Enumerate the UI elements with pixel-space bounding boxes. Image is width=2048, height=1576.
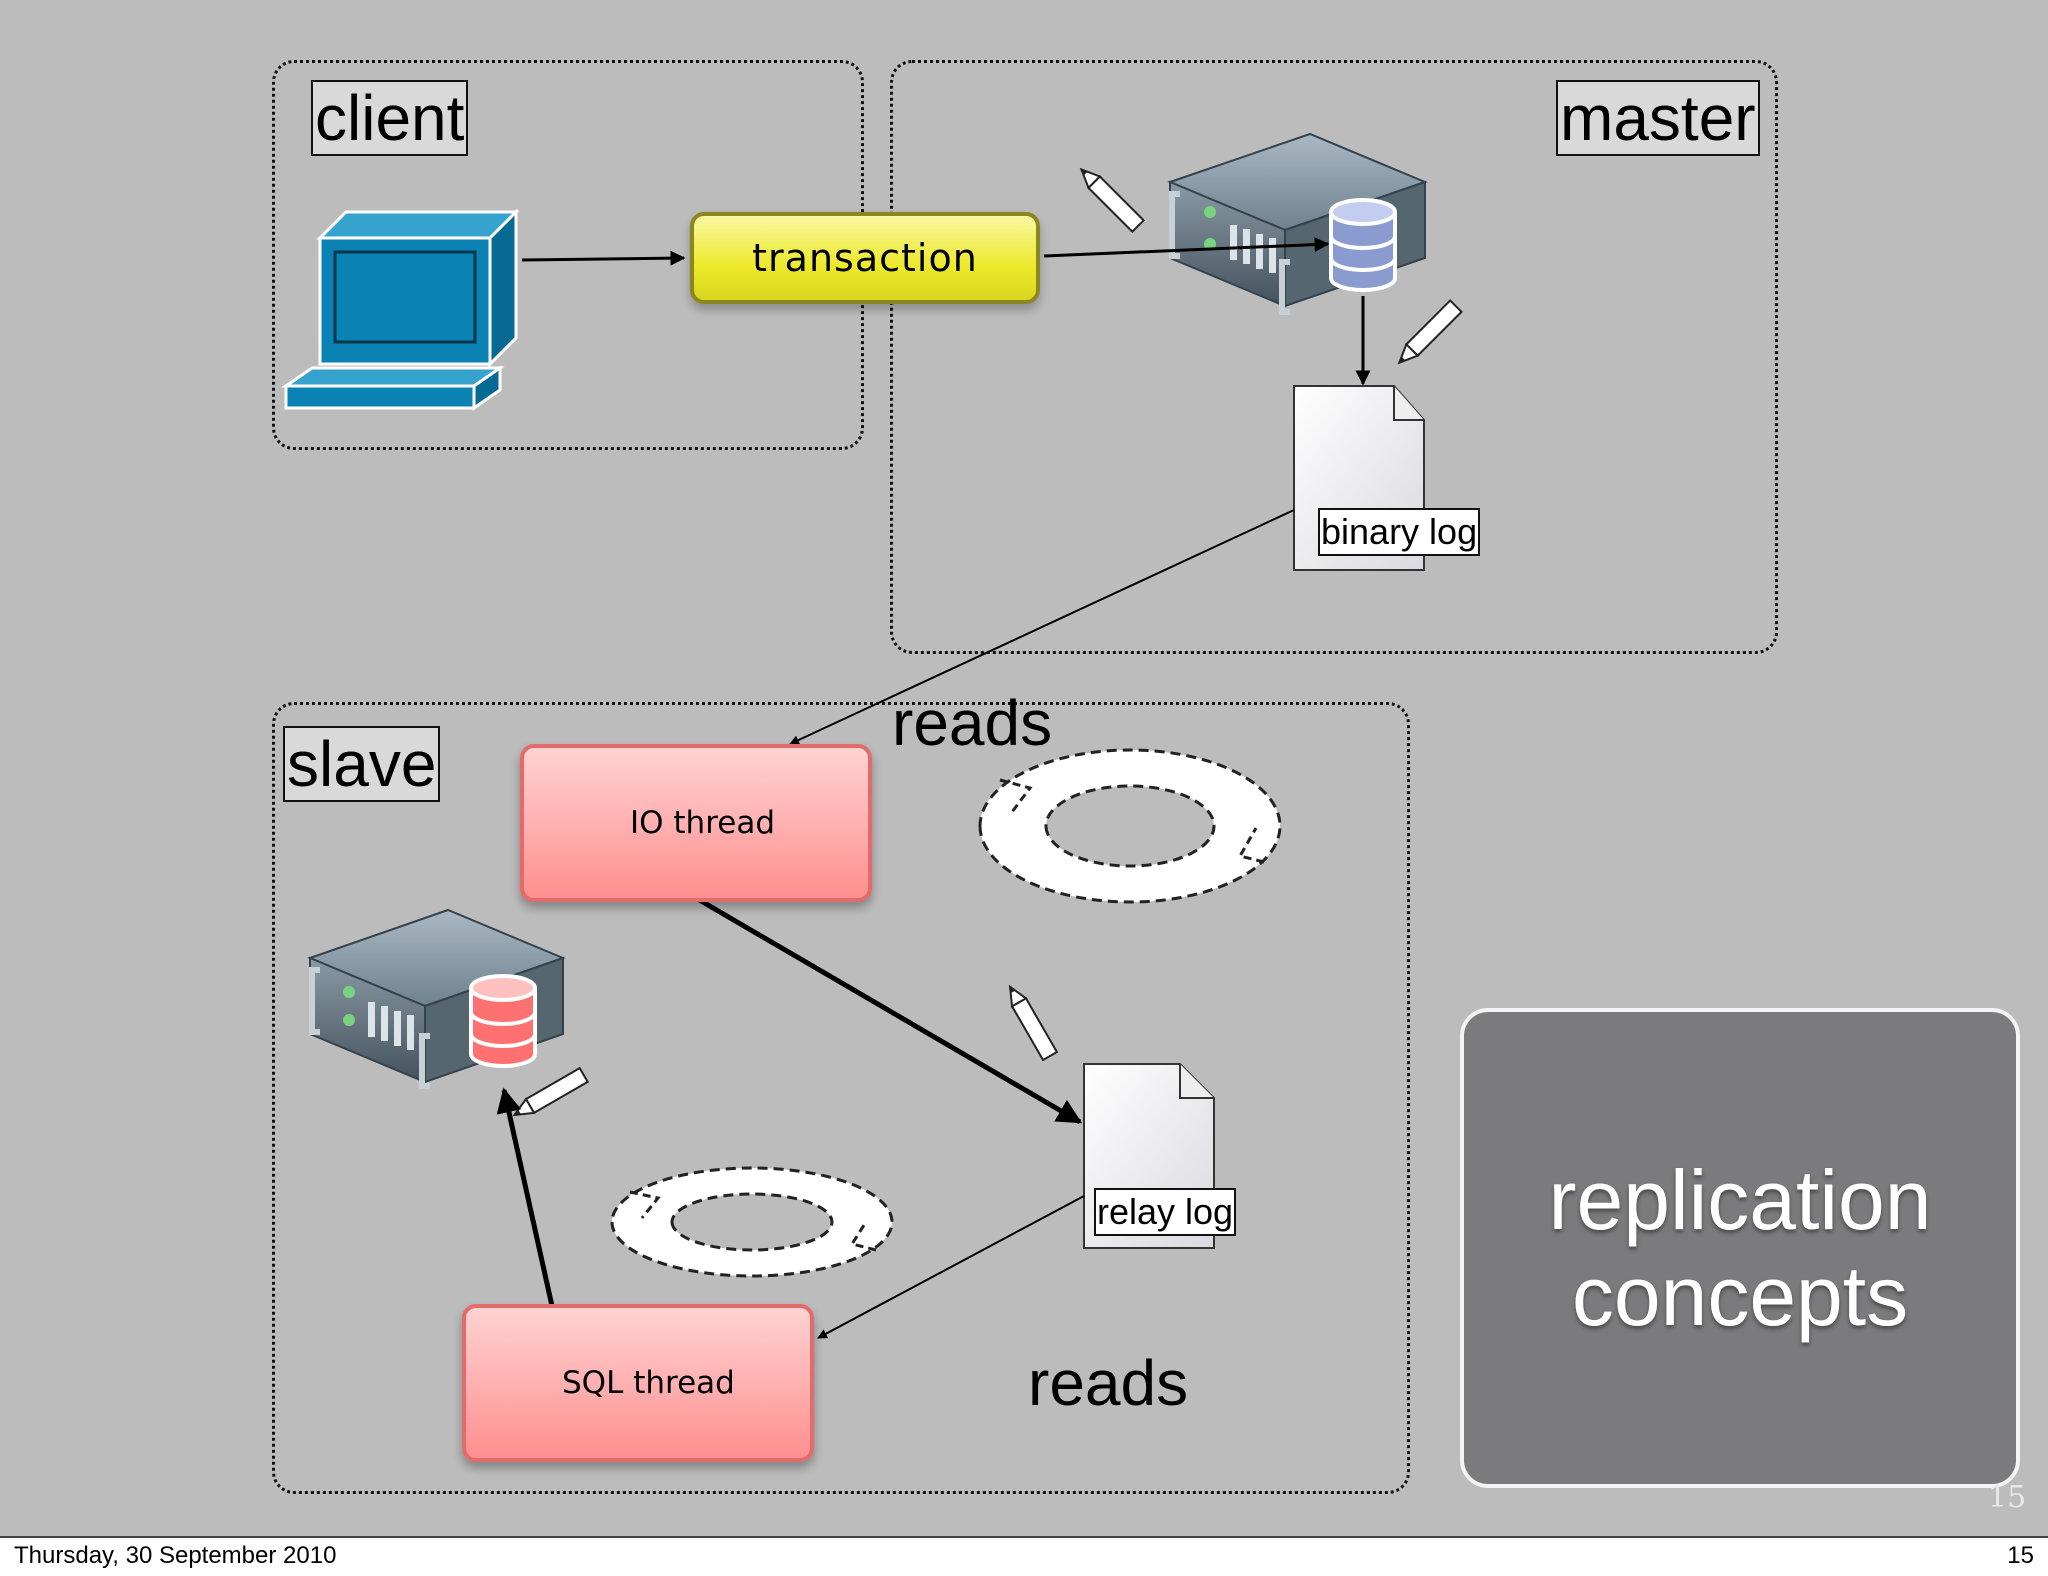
transaction-node: transaction <box>690 212 1040 304</box>
relay-log-label: relay log <box>1094 1188 1237 1236</box>
title-box: replication concepts <box>1460 1008 2020 1488</box>
pencil-icon <box>1079 167 1146 234</box>
title-line-2: concepts <box>1571 1249 1909 1343</box>
computer-icon <box>281 208 520 411</box>
master-label: master <box>1556 80 1760 156</box>
slave-label: slave <box>283 726 441 802</box>
edge-sqlthread-slavedb <box>496 1087 555 1307</box>
database-icon <box>1329 198 1397 292</box>
sql-thread-label: SQL thread <box>562 1365 735 1401</box>
slide: client master slave <box>0 0 2048 1536</box>
title-line-1: replication <box>1548 1153 1932 1247</box>
slide-number: 15 <box>1988 1480 2027 1515</box>
edge-binarylog-iothread <box>789 509 1295 745</box>
slave-region <box>272 702 1410 1494</box>
edge-client-transaction <box>521 250 686 266</box>
pencil-icon <box>1397 299 1463 365</box>
page-footer: Thursday, 30 September 2010 15 <box>0 1536 2048 1576</box>
pencil-icon <box>512 1066 590 1117</box>
cycle-icon <box>978 748 1282 904</box>
footer-date: Thursday, 30 September 2010 <box>14 1542 337 1569</box>
master-region <box>890 60 1778 654</box>
footer-page-number: 15 <box>2007 1542 2034 1569</box>
reads-label-top: reads <box>892 687 1053 759</box>
edge-transaction-master <box>1043 237 1330 258</box>
io-thread-label: IO thread <box>630 805 776 841</box>
edge-iothread-relaylog <box>694 895 1083 1125</box>
binary-log-label: binary log <box>1318 508 1481 556</box>
sql-thread-node: SQL thread <box>462 1304 814 1462</box>
io-thread-node: IO thread <box>520 744 872 902</box>
pencil-icon <box>1008 984 1059 1062</box>
edge-relaylog-sqlthread <box>817 1195 1085 1339</box>
reads-label-bottom: reads <box>1028 1347 1189 1419</box>
cycle-icon <box>610 1166 894 1278</box>
client-label: client <box>311 80 469 156</box>
database-icon <box>469 974 537 1068</box>
